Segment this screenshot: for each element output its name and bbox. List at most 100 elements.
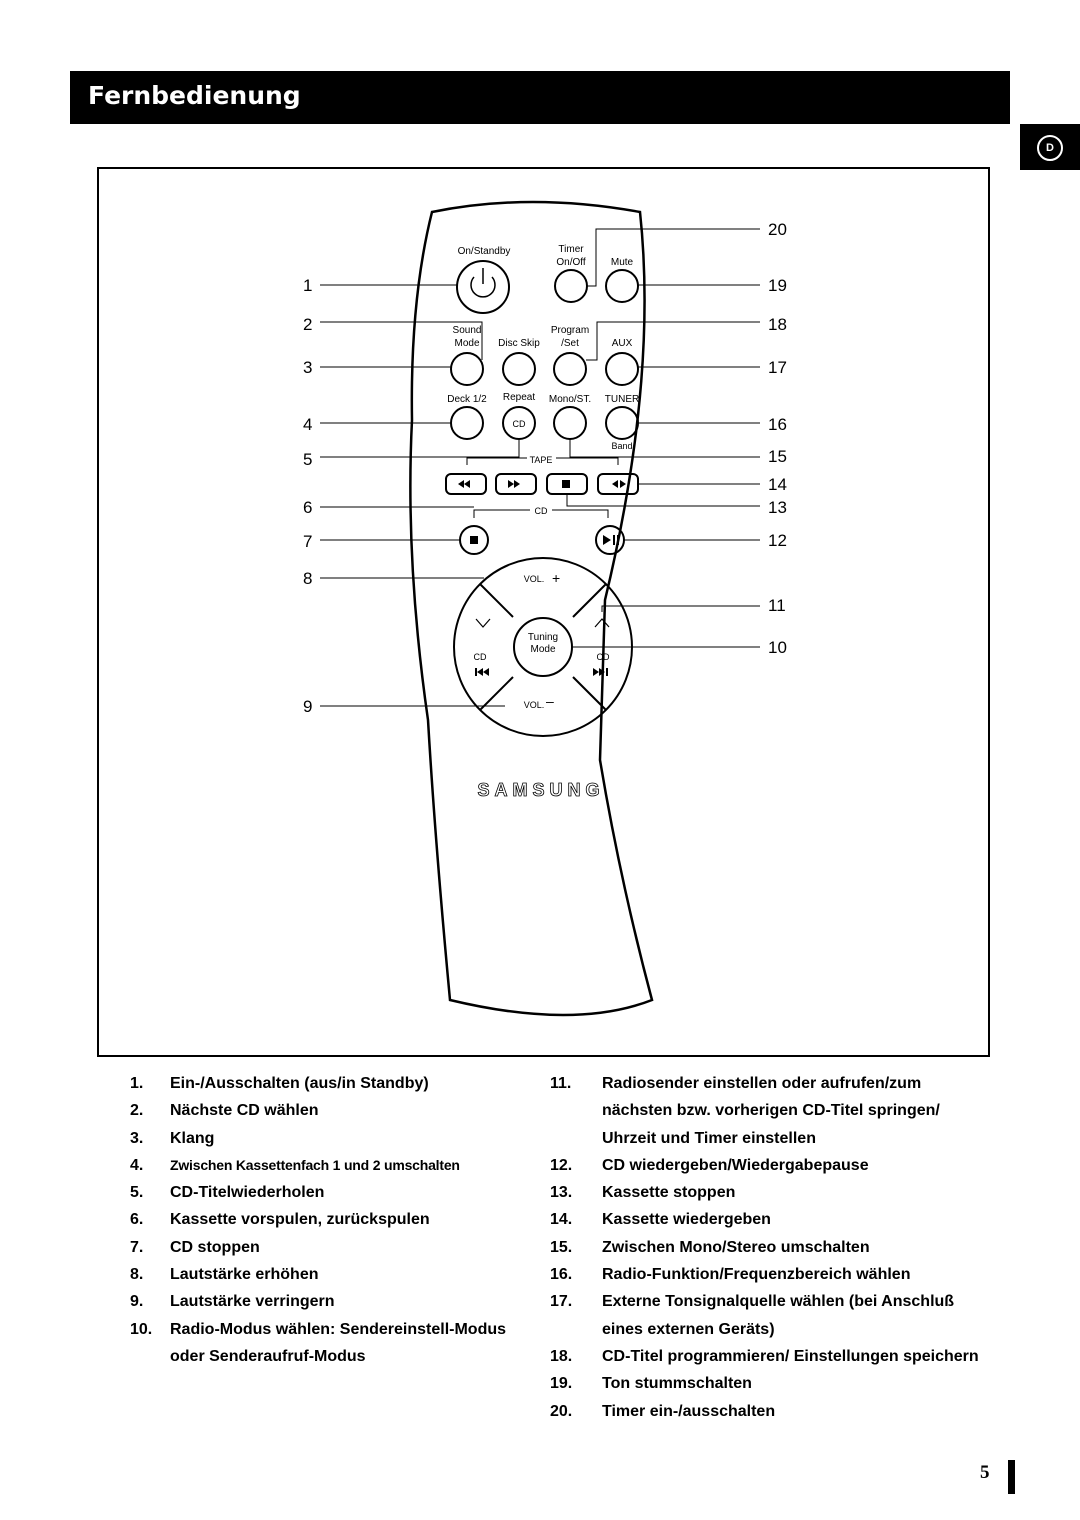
legend-item: 11.Radiosender einstellen oder aufrufen/… — [550, 1070, 990, 1152]
legend-text: Lautstärke verringern — [170, 1293, 335, 1311]
aux-button — [605, 352, 639, 386]
callout-11: 11 — [768, 596, 786, 615]
chevron-up-icon — [594, 618, 610, 628]
legend-item: 9.Lautstärke verringern — [130, 1288, 530, 1315]
legend-item: 13. Kassette stoppen — [550, 1179, 990, 1206]
vol-minus-sign: – — [546, 693, 554, 709]
power-icon — [470, 276, 496, 298]
mute-label: Mute — [611, 257, 634, 268]
callout-16: 16 — [768, 415, 787, 434]
legend-number: 5. — [130, 1184, 144, 1202]
legend-item: 12.CD wiedergeben/Wiedergabepause — [550, 1152, 990, 1179]
legend-item: 8. Lautstärke erhöhen — [130, 1261, 530, 1288]
legend-text: Externe Tonsignalquelle wählen (bei Ansc… — [602, 1293, 955, 1338]
callout-14: 14 — [768, 475, 787, 494]
callout-9: 9 — [303, 697, 312, 716]
legend-text: Kassette stoppen — [602, 1184, 736, 1202]
callout-6: 6 — [303, 498, 312, 517]
legend-item: 18.CD-Titel programmieren/ Einstellungen… — [550, 1343, 990, 1370]
header-bar: Fernbedienung — [70, 71, 1010, 124]
callout-17: 17 — [768, 358, 787, 377]
cd-group-label: CD — [535, 506, 548, 516]
legend-number: 8. — [130, 1266, 144, 1284]
legend-number: 17. — [550, 1293, 573, 1311]
legend-text: Ton stummschalten — [602, 1375, 752, 1393]
legend-text: Timer ein-/ausschalten — [602, 1402, 776, 1420]
legend-text: CD-Titelwiederholen — [170, 1184, 325, 1202]
legend-number: 7. — [130, 1238, 144, 1256]
aux-label: AUX — [612, 338, 633, 349]
legend-number: 13. — [550, 1184, 573, 1202]
legend-number: 6. — [130, 1211, 144, 1229]
stop-icon — [470, 536, 478, 544]
legend-number: 4. — [130, 1156, 144, 1174]
legend-item: 4. Zwischen Kassettenfach 1 und 2 umschal… — [130, 1152, 530, 1179]
legend-item: 5. CD-Titelwiederholen — [130, 1179, 530, 1206]
callout-2: 2 — [303, 315, 312, 334]
legend-number: 1. — [130, 1075, 144, 1092]
repeat-label: Repeat — [503, 392, 535, 403]
page-title: Fernbedienung — [88, 81, 301, 110]
set-label: /Set — [561, 338, 579, 349]
skip-forward-icon — [593, 668, 599, 676]
callout-20: 20 — [768, 220, 787, 239]
tuning-label: Tuning — [528, 632, 558, 643]
tuner-label: TUNER — [605, 394, 639, 405]
disc-skip-button — [502, 352, 536, 386]
rewind-icon — [458, 480, 464, 488]
language-tab-label: D — [1037, 135, 1063, 161]
legend-text: Radio-Modus wählen: Sendereinstell-Modus… — [170, 1320, 507, 1365]
page-marker-bar — [1008, 1460, 1015, 1494]
legend-text: Radiosender einstellen oder aufrufen/zum… — [602, 1075, 940, 1147]
legend-text: Kassette wiedergeben — [602, 1211, 771, 1229]
program-label: Program — [551, 325, 589, 336]
legend-text: Kassette vorspulen, zurückspulen — [170, 1211, 430, 1229]
legend-number: 3. — [130, 1129, 144, 1147]
fast-forward-button — [495, 473, 537, 495]
legend-number: 12. — [550, 1156, 573, 1174]
skip-back-icon — [477, 668, 483, 676]
callout-4: 4 — [303, 415, 312, 434]
mode-label: Mode — [454, 338, 479, 349]
mono-st-label: Mono/ST. — [549, 394, 591, 405]
cd-button-label: CD — [513, 419, 526, 429]
callout-19: 19 — [768, 276, 787, 295]
callout-12: 12 — [768, 531, 787, 550]
on-standby-label: On/Standby — [458, 246, 511, 257]
legend-item: 2. Nächste CD wählen — [130, 1097, 530, 1124]
legend-item: 14. Kassette wiedergeben — [550, 1206, 990, 1233]
legend-text: Lautstärke erhöhen — [170, 1266, 319, 1284]
timer-onoff-label: On/Off — [556, 257, 585, 268]
sound-label: Sound — [453, 325, 482, 336]
legend-number: 10. — [130, 1320, 153, 1338]
play-icon — [620, 480, 626, 488]
legend-item: 20.Timer ein-/ausschalten — [550, 1398, 990, 1425]
legend-text: Ein-/Ausschalten (aus/in Standby) — [170, 1075, 429, 1092]
disc-skip-label: Disc Skip — [498, 338, 540, 349]
legend-text: Zwischen Kassettenfach 1 und 2 umschalte… — [170, 1156, 460, 1173]
language-tab: D — [1020, 124, 1080, 170]
legend-number: 15. — [550, 1238, 573, 1256]
sound-mode-button — [450, 352, 484, 386]
tuning-mode-button — [513, 617, 573, 677]
legend-item: 6. Kassette vorspulen, zurückspulen — [130, 1206, 530, 1233]
program-set-button — [553, 352, 587, 386]
cd-right-label: CD — [597, 652, 610, 662]
legend-item: 16.Radio-Funktion/Frequenzbereich wählen — [550, 1261, 990, 1288]
legend-item: 7.CD stoppen — [130, 1234, 530, 1261]
fast-forward-icon — [508, 480, 514, 488]
callout-13: 13 — [768, 498, 787, 517]
remote-body — [409, 200, 654, 1017]
callout-15: 15 — [768, 447, 787, 466]
legend-number: 14. — [550, 1211, 573, 1229]
vol-minus-label: VOL. — [524, 700, 545, 710]
legend-left-column: 1. Ein-/Ausschalten (aus/in Standby) 2. Nä… — [130, 1070, 530, 1370]
legend-number: 18. — [550, 1347, 573, 1365]
legend-text: Nächste CD wählen — [170, 1102, 319, 1120]
stop-icon — [562, 480, 570, 488]
rewind-button — [445, 473, 487, 495]
legend-text: Klang — [170, 1129, 215, 1147]
play-reverse-icon — [612, 480, 618, 488]
legend-number: 2. — [130, 1102, 144, 1120]
